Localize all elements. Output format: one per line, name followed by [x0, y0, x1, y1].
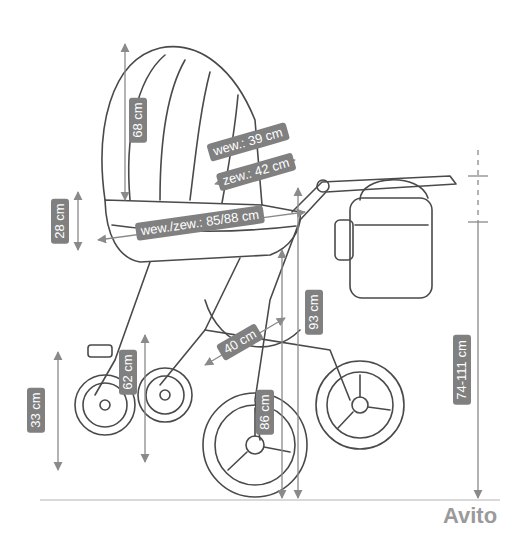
dimension-label: 62 cm: [119, 349, 137, 394]
dimension-label: 74-111 cm: [453, 335, 471, 405]
dimension-label: zew.: 42 cm: [216, 153, 297, 192]
dimension-label: wew./zew.: 85/88 cm: [135, 205, 265, 241]
dimension-label: 28 cm: [51, 198, 69, 243]
dimension-label: 93 cm: [305, 289, 323, 334]
dimension-label: 86 cm: [256, 389, 274, 434]
dimension-label: 40 cm: [216, 323, 264, 361]
watermark: Avito: [443, 503, 497, 529]
dimension-label: 33 cm: [27, 387, 45, 432]
dimension-label: 68 cm: [129, 97, 147, 142]
